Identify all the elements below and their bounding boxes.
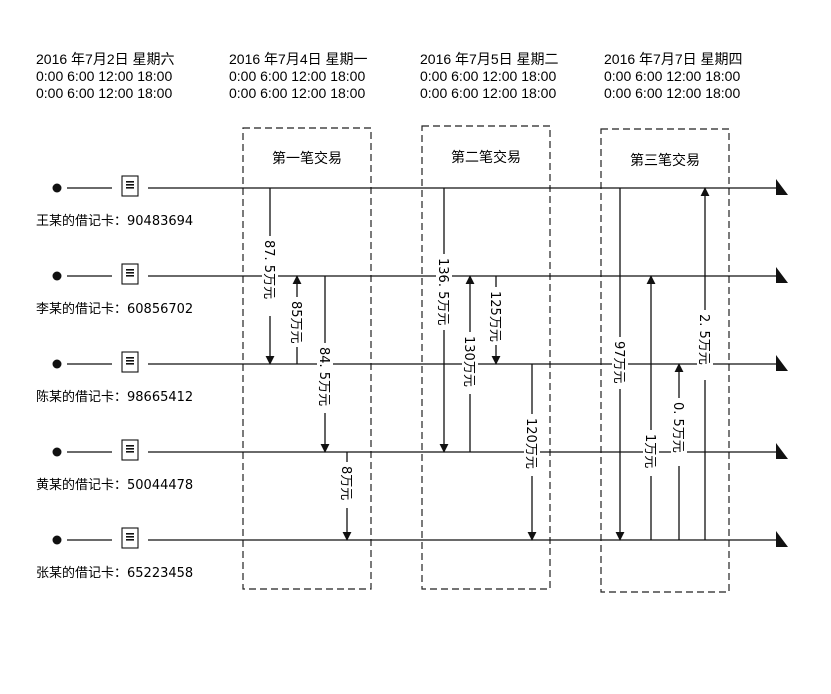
- transfer-amount: 87. 5万元: [261, 240, 276, 299]
- account-row-zhang: 张某的借记卡：65223458: [36, 527, 788, 581]
- account-label: 黄某的借记卡：50044478: [36, 477, 193, 493]
- transfer-arrow: 97万元: [611, 188, 628, 541]
- timeline-headers: 2016 年7月2日 星期六 0:00 6:00 12:00 18:00 0:0…: [36, 51, 743, 101]
- transfer-amount: 8万元: [338, 466, 353, 500]
- account-label: 李某的借记卡：60856702: [36, 301, 193, 317]
- transfer-arrows: 87. 5万元 85万元 84. 5万元 8万元 136. 5万元 130万元: [261, 187, 713, 541]
- transaction-boxes: 第一笔交易 第二笔交易 第三笔交易: [242, 125, 730, 593]
- card-icon: [121, 527, 139, 549]
- transaction-box-3: [600, 128, 730, 593]
- account-label: 张某的借记卡：65223458: [36, 565, 193, 581]
- header-date: 2016 年7月4日 星期一: [229, 51, 368, 67]
- account-row-li: 李某的借记卡：60856702: [36, 263, 788, 317]
- transfer-amount: 2. 5万元: [696, 314, 711, 365]
- account-lines: 王某的借记卡：90483694 李某的借记卡：60856702 陈某的借记卡：9…: [36, 175, 788, 581]
- header-times: 0:00 6:00 12:00 18:00: [420, 85, 556, 101]
- transfer-arrow: 136. 5万元: [435, 188, 452, 453]
- account-row-wang: 王某的借记卡：90483694: [36, 175, 788, 229]
- start-dot: [52, 535, 62, 545]
- account-row-huang: 黄某的借记卡：50044478: [36, 439, 788, 493]
- header-times: 0:00 6:00 12:00 18:00: [604, 85, 740, 101]
- start-dot: [52, 359, 62, 369]
- transfer-amount: 136. 5万元: [435, 258, 450, 325]
- transfer-arrow: 130万元: [461, 275, 478, 452]
- card-icon: [121, 263, 139, 285]
- transfer-arrow: 2. 5万元: [696, 187, 713, 540]
- header-jul-7: 2016 年7月7日 星期四 0:00 6:00 12:00 18:00 0:0…: [604, 51, 743, 101]
- header-jul-2: 2016 年7月2日 星期六 0:00 6:00 12:00 18:00 0:0…: [36, 51, 175, 101]
- transfer-arrow: 84. 5万元: [316, 276, 333, 453]
- card-icon: [121, 175, 139, 197]
- transfer-amount: 120万元: [523, 418, 538, 469]
- header-times: 0:00 6:00 12:00 18:00: [604, 68, 740, 84]
- header-jul-4: 2016 年7月4日 星期一 0:00 6:00 12:00 18:00 0:0…: [229, 51, 368, 101]
- start-dot: [52, 447, 62, 457]
- transfer-arrow: 1万元: [642, 275, 659, 540]
- transfer-amount: 130万元: [461, 336, 476, 387]
- header-times: 0:00 6:00 12:00 18:00: [36, 68, 172, 84]
- end-arrow-icon: [776, 443, 788, 459]
- end-arrow-icon: [776, 531, 788, 547]
- end-arrow-icon: [776, 355, 788, 371]
- card-icon: [121, 351, 139, 373]
- transfer-arrow: 85万元: [288, 275, 305, 364]
- end-arrow-icon: [776, 179, 788, 195]
- account-label: 陈某的借记卡：98665412: [36, 389, 193, 405]
- transaction-title-1: 第一笔交易: [272, 150, 342, 167]
- start-dot: [52, 183, 62, 193]
- header-times: 0:00 6:00 12:00 18:00: [36, 85, 172, 101]
- card-icon: [121, 439, 139, 461]
- transfer-amount: 1万元: [642, 434, 657, 468]
- account-label: 王某的借记卡：90483694: [36, 213, 193, 229]
- header-date: 2016 年7月2日 星期六: [36, 51, 175, 67]
- transaction-title-3: 第三笔交易: [630, 152, 700, 169]
- end-arrow-icon: [776, 267, 788, 283]
- header-times: 0:00 6:00 12:00 18:00: [420, 68, 556, 84]
- transfer-arrow: 87. 5万元: [261, 188, 278, 365]
- transfer-amount: 125万元: [487, 291, 502, 342]
- transfer-amount: 85万元: [288, 301, 303, 344]
- transaction-box-2: [421, 125, 551, 590]
- account-row-chen: 陈某的借记卡：98665412: [36, 351, 788, 405]
- transfer-amount: 0. 5万元: [670, 402, 685, 453]
- transfer-amount: 84. 5万元: [316, 347, 331, 406]
- transfer-arrow: 125万元: [487, 276, 504, 365]
- header-times: 0:00 6:00 12:00 18:00: [229, 68, 365, 84]
- transfer-amount: 97万元: [611, 341, 626, 384]
- transfer-arrow: 120万元: [523, 364, 540, 541]
- transfer-arrow: 8万元: [338, 452, 355, 541]
- transaction-box-1: [242, 127, 372, 590]
- header-date: 2016 年7月5日 星期二: [420, 51, 559, 67]
- header-times: 0:00 6:00 12:00 18:00: [229, 85, 365, 101]
- header-jul-5: 2016 年7月5日 星期二 0:00 6:00 12:00 18:00 0:0…: [420, 51, 559, 101]
- header-date: 2016 年7月7日 星期四: [604, 51, 743, 67]
- start-dot: [52, 271, 62, 281]
- transaction-title-2: 第二笔交易: [451, 149, 521, 166]
- transfer-arrow: 0. 5万元: [670, 363, 687, 540]
